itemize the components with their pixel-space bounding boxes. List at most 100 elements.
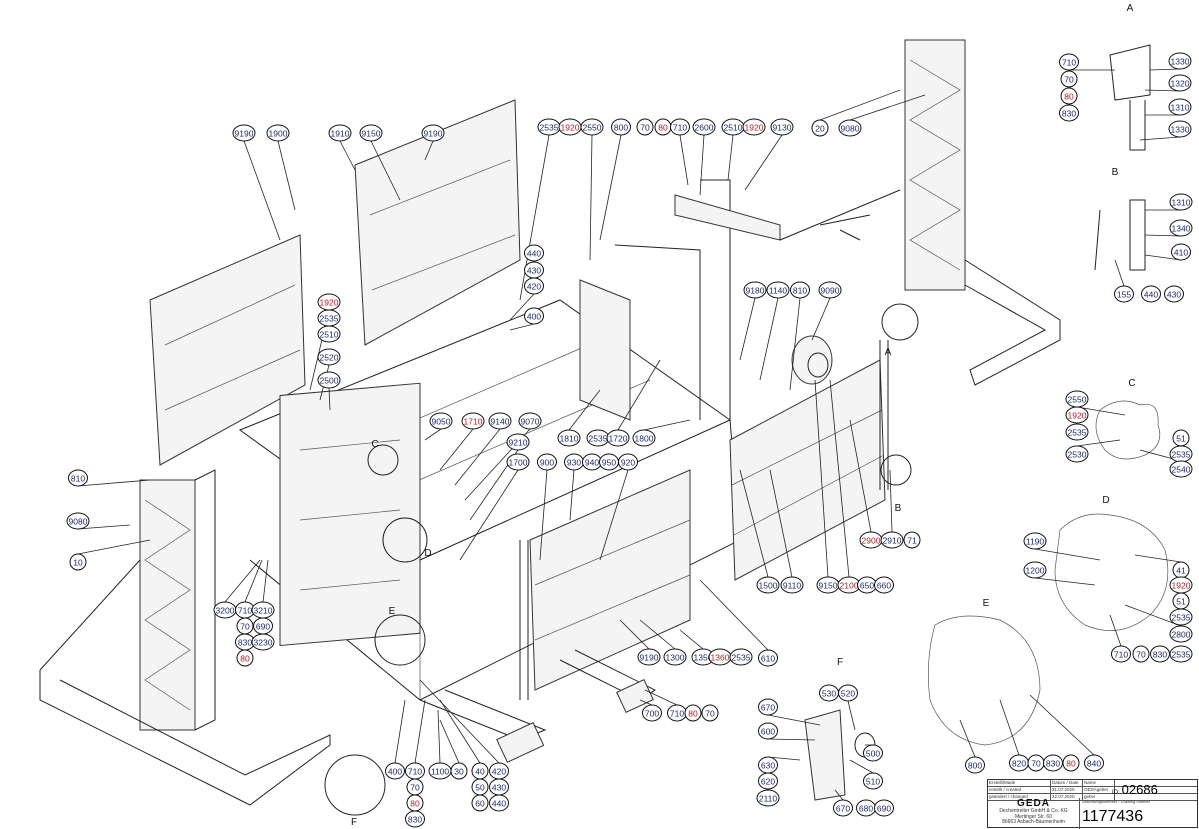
callout-number: 3200: [216, 606, 235, 616]
callout-number: 520: [841, 689, 855, 699]
header-created: Erstellt/Made: [988, 780, 1051, 786]
callout-bubble: [1168, 120, 1192, 138]
callout-bubble: [880, 531, 904, 549]
callout-bubble: [863, 744, 883, 762]
leader-line: [679, 629, 704, 650]
id-label: ID:: [1112, 790, 1120, 796]
leader-line: [1124, 604, 1182, 627]
callout-number: 1310: [1171, 103, 1190, 113]
callout-2535: 2535: [586, 429, 610, 447]
callout-710: 710: [405, 762, 425, 780]
callout-1360: 1360: [708, 648, 732, 666]
callout-bubble: [1169, 608, 1193, 626]
callout-80: 80: [1062, 754, 1080, 772]
callout-41: 41: [1172, 561, 1190, 579]
callout-660: 660: [874, 576, 894, 594]
callout-number: 2535: [732, 653, 751, 663]
callout-690: 690: [253, 617, 273, 635]
callout-610: 610: [758, 649, 778, 667]
callout-bubble: [236, 649, 254, 667]
callout-51: 51: [1172, 429, 1190, 447]
callout-9190: 9190: [232, 124, 256, 142]
callout-9150: 9150: [359, 124, 383, 142]
callout-bubble: [1023, 561, 1047, 579]
callout-number: 840: [1087, 759, 1101, 769]
callout-400: 400: [524, 307, 544, 325]
callout-bubble: [266, 124, 290, 142]
leader-line: [849, 419, 872, 533]
callout-70: 70: [406, 778, 424, 796]
callout-400: 400: [385, 762, 405, 780]
callout-9050: 9050: [429, 412, 453, 430]
callout-1920: 1920: [317, 293, 341, 311]
callout-3230: 3230: [251, 633, 275, 651]
callout-430: 430: [489, 778, 509, 796]
leader-line: [639, 619, 676, 650]
callout-1340: 1340: [1169, 219, 1193, 237]
callout-number: 51: [1176, 434, 1186, 444]
callout-bubble: [1132, 645, 1150, 663]
leader-line: [1076, 406, 1126, 416]
callout-420: 420: [524, 277, 544, 295]
callout-710: 710: [1059, 53, 1079, 71]
callout-number: 690: [256, 622, 270, 632]
header-date: Datum / Date: [1051, 780, 1083, 786]
leader-line: [644, 689, 678, 706]
callout-70: 70: [1060, 70, 1078, 88]
callout-2110: 2110: [756, 789, 780, 807]
detail-title-f: F: [837, 657, 843, 668]
callout-bubble: [770, 118, 794, 136]
callout-bubble: [636, 118, 654, 136]
callout-number: 440: [527, 249, 541, 259]
callout-80: 80: [654, 118, 672, 136]
leader-line: [77, 524, 131, 530]
leader-line: [328, 387, 331, 411]
callout-bubble: [232, 124, 256, 142]
callout-number: 1910: [331, 129, 350, 139]
leader-line: [539, 469, 548, 561]
callout-number: 830: [1062, 109, 1076, 119]
leader-line: [1034, 548, 1101, 561]
leader-line: [224, 559, 261, 603]
callout-number: 410: [1174, 248, 1188, 258]
company-block: GEDA Dechentreiter GmbH & Co. KG Merting…: [988, 798, 1080, 829]
callout-9080: 9080: [66, 512, 90, 530]
base-beams: [419, 649, 656, 763]
callout-9080: 9080: [838, 119, 862, 137]
callout-410: 410: [1171, 243, 1191, 261]
callout-number: 660: [877, 581, 891, 591]
callout-bubble: [471, 794, 489, 812]
callout-bubble: [790, 281, 810, 299]
callout-number: 1800: [635, 434, 654, 444]
leader-line: [459, 469, 519, 561]
callout-2910: 2910: [880, 531, 904, 549]
leader-line: [277, 140, 296, 211]
callout-670: 670: [833, 799, 853, 817]
callout-800: 800: [965, 756, 985, 774]
callout-2600: 2600: [692, 118, 716, 136]
callout-number: 820: [1012, 759, 1026, 769]
callout-1310: 1310: [1168, 98, 1192, 116]
callout-number: 1340: [1172, 224, 1191, 234]
detail-title-d: D: [1102, 495, 1109, 506]
callout-1330: 1330: [1168, 120, 1192, 138]
callout-2520: 2520: [317, 348, 341, 366]
callout-number: 1920: [1068, 411, 1087, 421]
callout-number: 9190: [235, 129, 254, 139]
callout-number: 700: [645, 709, 659, 719]
leader-line: [814, 379, 829, 578]
leader-line: [959, 719, 976, 758]
callout-710: 710: [667, 704, 687, 722]
callout-number: 2600: [695, 123, 714, 133]
company-name: Dechentreiter GmbH & Co. KG: [999, 808, 1068, 814]
leader-line: [394, 699, 406, 764]
leader-line: [599, 469, 629, 561]
document-id: ID:02686: [1112, 782, 1158, 797]
callout-number: 9140: [491, 417, 510, 427]
callout-number: 810: [71, 474, 85, 484]
callout-bubble: [518, 412, 542, 430]
callout-number: 430: [492, 783, 506, 793]
callout-2550: 2550: [1065, 390, 1089, 408]
callout-9190: 9190: [637, 648, 661, 666]
callout-bubble: [1169, 219, 1193, 237]
